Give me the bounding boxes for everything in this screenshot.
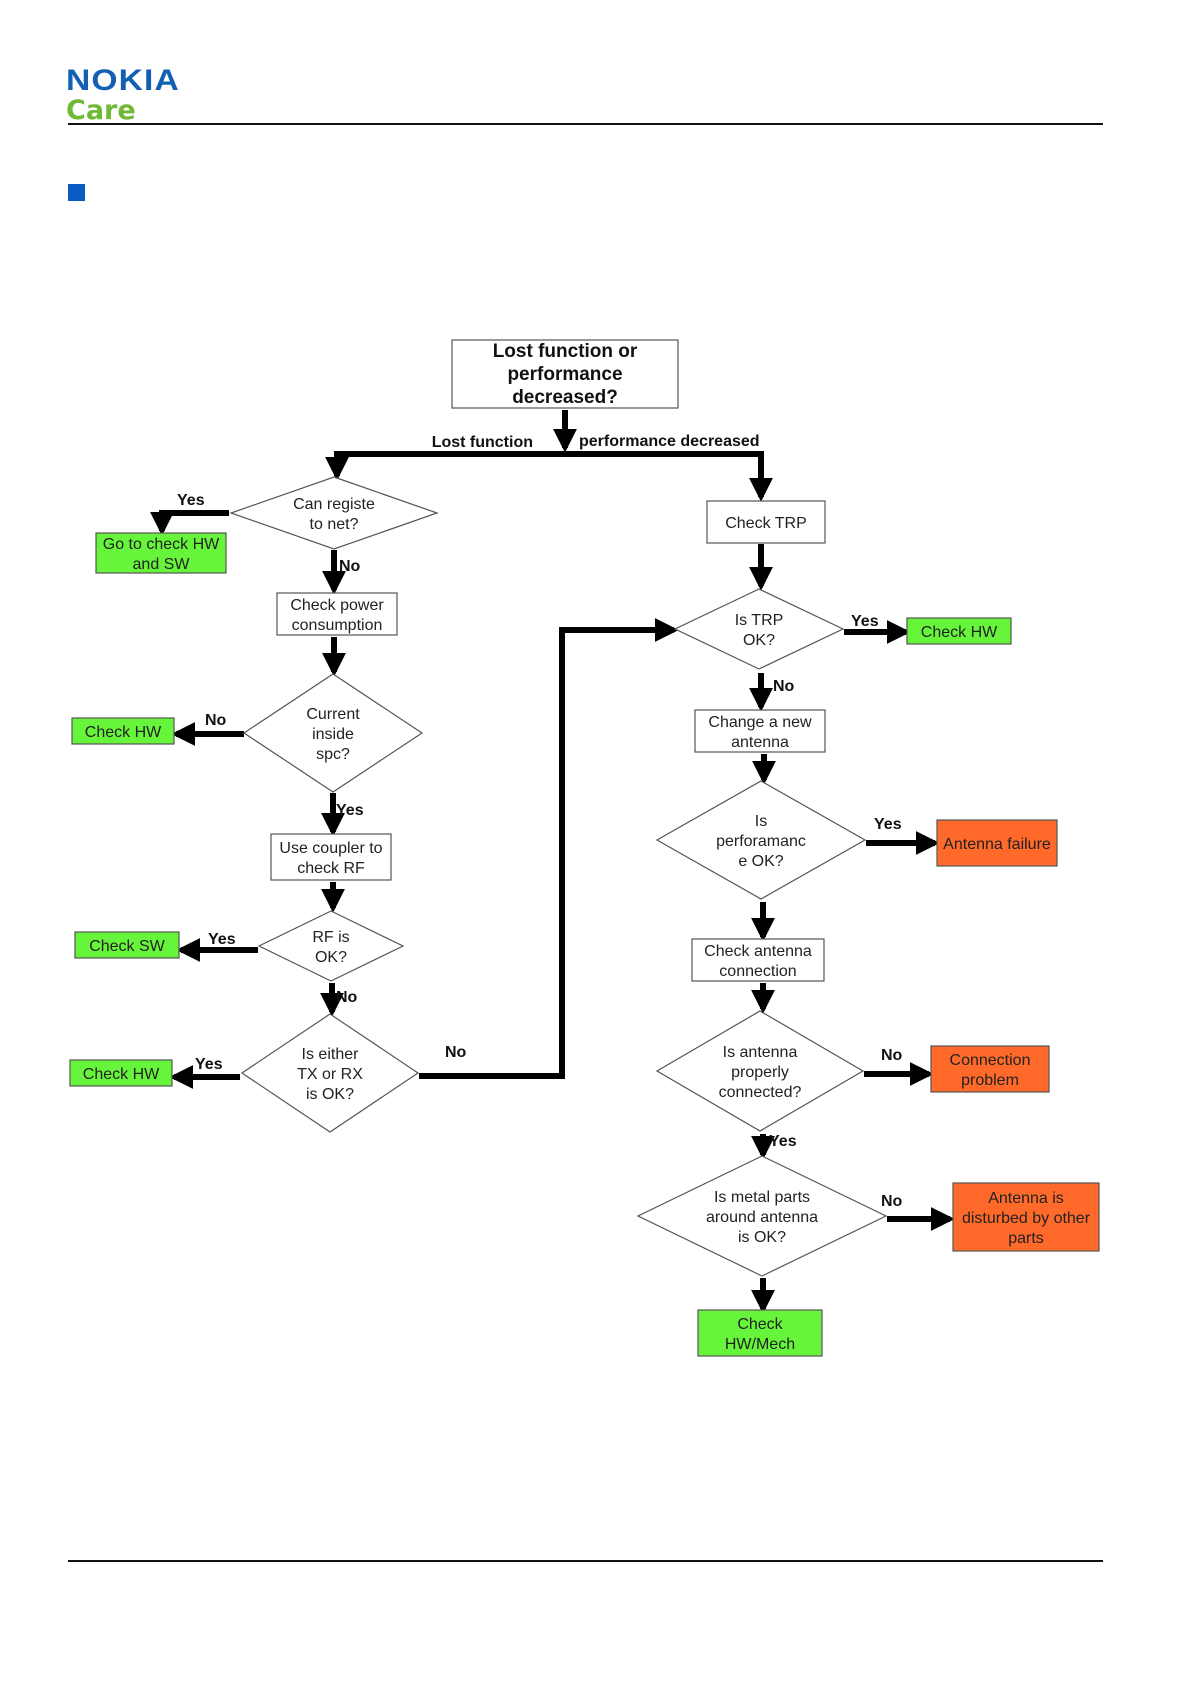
split-line-left — [325, 451, 565, 481]
node-can-register-diamond — [229, 476, 439, 550]
node-antenna-disturbed-box — [952, 1182, 1100, 1252]
node-check-power-box — [276, 592, 398, 636]
node-go-check-hw-sw-box — [95, 532, 227, 574]
node-check-hw-1: Check HW — [71, 717, 175, 745]
node-check-hw-2-label: Check HW — [83, 1066, 160, 1083]
edge-label-txrx-yes: Yes — [195, 1056, 223, 1073]
txrx-no-line — [419, 618, 679, 1079]
edge-label-trp-yes: Yes — [851, 613, 879, 630]
node-check-hw-mech-box — [697, 1309, 823, 1357]
nokia-care-logo: NOKIA Care — [66, 66, 179, 126]
edge-label-register-yes: Yes — [177, 492, 205, 509]
node-start-box — [451, 339, 679, 409]
edge-label-current-no: No — [205, 712, 227, 729]
node-check-trp-label: Check TRP — [725, 515, 807, 532]
edge-label-txrx-no: No — [445, 1044, 467, 1061]
node-trp-ok-diamond — [673, 588, 845, 670]
node-check-hw-2-box — [69, 1059, 173, 1087]
node-check-antenna-conn-box — [691, 938, 825, 982]
edge-label-performance-decreased: performance decreased — [579, 433, 760, 450]
edge-label-perf-yes: Yes — [874, 816, 902, 833]
section-bullet-icon — [68, 184, 85, 201]
node-check-sw: Check SW — [74, 931, 180, 959]
node-check-sw-label: Check SW — [89, 938, 165, 955]
edge-label-lost-function: Lost function — [432, 434, 533, 451]
node-check-trp: Check TRP — [706, 500, 826, 544]
node-antenna-failure: Antenna failure — [936, 819, 1058, 867]
edge-label-register-no: No — [339, 558, 361, 575]
node-check-hw-3-box — [906, 617, 1012, 645]
node-performance-ok-diamond — [655, 780, 867, 900]
edge-label-trp-no: No — [773, 678, 795, 695]
header-rule — [68, 123, 1103, 125]
flowchart-connectors — [150, 410, 955, 1314]
node-use-coupler-box — [270, 833, 392, 881]
node-check-hw-3-label: Check HW — [921, 624, 998, 641]
footer-rule — [68, 1560, 1103, 1562]
logo-brand: NOKIA — [66, 64, 180, 97]
node-metal-parts-ok-diamond — [636, 1155, 888, 1277]
edge-label-conn-yes: Yes — [769, 1133, 797, 1150]
edge-label-rf-yes: Yes — [208, 931, 236, 948]
node-change-antenna-box — [694, 709, 826, 753]
edge-label-rf-no: No — [336, 989, 358, 1006]
node-antenna-failure-label: Antenna failure — [943, 836, 1051, 853]
node-check-trp-box — [706, 500, 826, 544]
edge-label-conn-no: No — [881, 1047, 903, 1064]
node-current-inside-diamond — [242, 673, 424, 793]
node-check-sw-box — [74, 931, 180, 959]
logo-subbrand: Care — [66, 95, 136, 126]
node-tx-rx-ok-diamond — [240, 1013, 420, 1133]
edge-label-metal-no: No — [881, 1193, 903, 1210]
node-antenna-failure-box — [936, 819, 1058, 867]
node-connection-problem-box — [930, 1045, 1050, 1093]
node-rf-ok-diamond — [257, 910, 405, 982]
node-check-hw-1-box — [71, 717, 175, 745]
node-check-hw-1-label: Check HW — [85, 724, 162, 741]
node-check-hw-3: Check HW — [906, 617, 1012, 645]
node-check-hw-2: Check HW — [69, 1059, 173, 1087]
node-antenna-connected-diamond — [655, 1010, 865, 1132]
edge-label-current-yes: Yes — [336, 802, 364, 819]
register-yes-arrow — [150, 510, 229, 536]
split-line-right — [565, 451, 773, 502]
